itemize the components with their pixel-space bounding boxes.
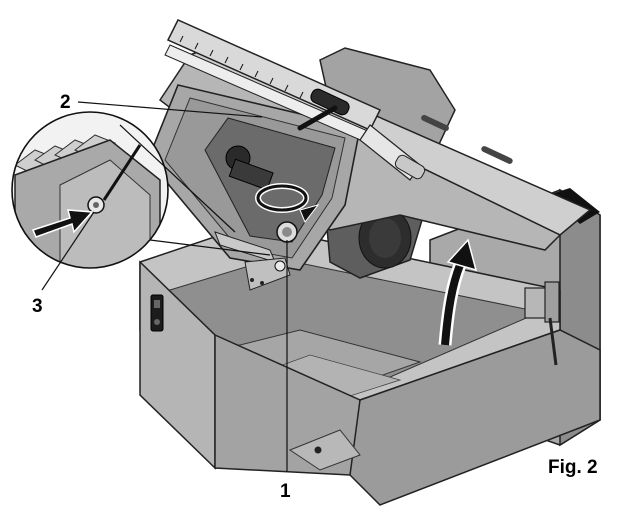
right-arrow-icon <box>31 209 94 238</box>
callout-2: 2 <box>60 92 71 113</box>
saw-head <box>147 44 592 291</box>
callout-3: 3 <box>32 296 43 317</box>
ruler-fence <box>164 19 513 181</box>
leader-lines <box>41 101 288 472</box>
callout-1: 1 <box>280 481 291 502</box>
figure-label: Fig. 2 <box>548 457 598 478</box>
rotate-arrow-icon <box>255 183 320 223</box>
detail-magnifier <box>11 111 271 269</box>
base-housing <box>139 188 601 506</box>
curved-up-arrow-icon <box>438 238 478 346</box>
locking-screw <box>276 221 298 243</box>
